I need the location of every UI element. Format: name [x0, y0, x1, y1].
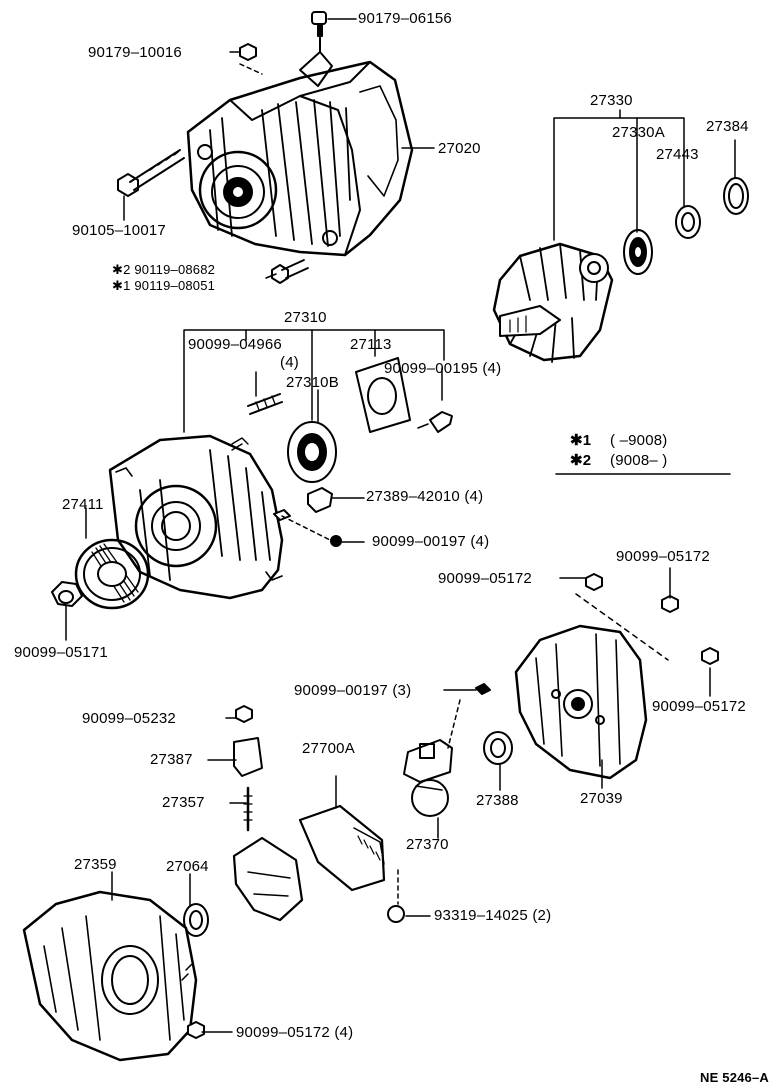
- alternator-assembly-drawing: [186, 11, 414, 257]
- callout-90099-05232[interactable]: 90099–05232: [82, 710, 176, 727]
- callout-90099-05171[interactable]: 90099–05171: [14, 644, 108, 661]
- figure-code: NE 5246–A: [700, 1070, 770, 1085]
- callout-27359[interactable]: 27359: [74, 856, 117, 873]
- callout-27310B[interactable]: 27310B: [286, 374, 339, 391]
- callout-27443[interactable]: 27443: [656, 146, 699, 163]
- callout-90099-04966-qty: (4): [280, 354, 299, 371]
- fasteners-top-left: [117, 43, 309, 284]
- callout-90099-05172-a[interactable]: 90099–05172: [438, 570, 532, 587]
- drive-end-leaders: [65, 329, 445, 641]
- callout-27370[interactable]: 27370: [406, 836, 449, 853]
- legend-row1-mark: ✱1: [570, 432, 592, 449]
- callout-27310[interactable]: 27310: [284, 309, 327, 326]
- callout-27384[interactable]: 27384: [706, 118, 749, 135]
- callout-90179-10016[interactable]: 90179–10016: [88, 44, 182, 61]
- drive-end-frame-drawing: [108, 434, 284, 600]
- callout-90119-08682[interactable]: ✱2 90119–08682: [112, 262, 216, 277]
- callout-27389-42010[interactable]: 27389–42010 (4): [366, 488, 484, 505]
- callout-27357[interactable]: 27357: [162, 794, 205, 811]
- callout-27411[interactable]: 27411: [62, 496, 104, 513]
- pulley-and-nut-drawing: [51, 538, 150, 610]
- rear-end-frame-drawing: [22, 890, 205, 1062]
- callout-27387[interactable]: 27387: [150, 751, 193, 768]
- legend-row2-range: (9008– ): [610, 452, 668, 469]
- rear-leaders: [111, 689, 477, 1033]
- callout-27388[interactable]: 27388: [476, 792, 519, 809]
- callout-90105-10017[interactable]: 90105–10017: [72, 222, 166, 239]
- callout-27064[interactable]: 27064: [166, 858, 209, 875]
- callout-90099-04966[interactable]: 90099–04966: [188, 336, 282, 353]
- callout-90099-05172-d[interactable]: 90099–05172 (4): [236, 1024, 354, 1041]
- callout-90099-05172-b[interactable]: 90099–05172: [616, 548, 710, 565]
- callout-27039[interactable]: 27039: [580, 790, 623, 807]
- bearing-and-plate-drawing: [247, 357, 453, 547]
- regulator-and-brush-drawing: [183, 683, 491, 937]
- rotor-bearings-drawing: [623, 177, 749, 275]
- legend-row1-range: ( –9008): [610, 432, 668, 449]
- callout-27330[interactable]: 27330: [590, 92, 633, 109]
- legend-row2-mark: ✱2: [570, 452, 592, 469]
- callout-90099-00197-b[interactable]: 90099–00197 (3): [294, 682, 412, 699]
- callout-90099-05172-c[interactable]: 90099–05172: [652, 698, 746, 715]
- callout-90099-00195[interactable]: 90099–00195 (4): [384, 360, 502, 377]
- rectifier-leaders: [499, 567, 711, 791]
- top-leaders: [123, 18, 435, 279]
- rotor-leaders: [553, 109, 736, 241]
- callout-90179-06156[interactable]: 90179–06156: [358, 10, 452, 27]
- callout-27700A[interactable]: 27700A: [302, 740, 355, 757]
- callout-27330A[interactable]: 27330A: [612, 124, 665, 141]
- callout-27113[interactable]: 27113: [350, 336, 392, 353]
- rotor-assembly-drawing: [492, 242, 614, 363]
- rectifier-end-frame-drawing: [483, 573, 719, 780]
- callout-27020[interactable]: 27020: [438, 140, 481, 157]
- callout-90119-08051[interactable]: ✱1 90119–08051: [112, 278, 216, 293]
- callout-90099-00197-a[interactable]: 90099–00197 (4): [372, 533, 490, 550]
- callout-93319-14025[interactable]: 93319–14025 (2): [434, 907, 552, 924]
